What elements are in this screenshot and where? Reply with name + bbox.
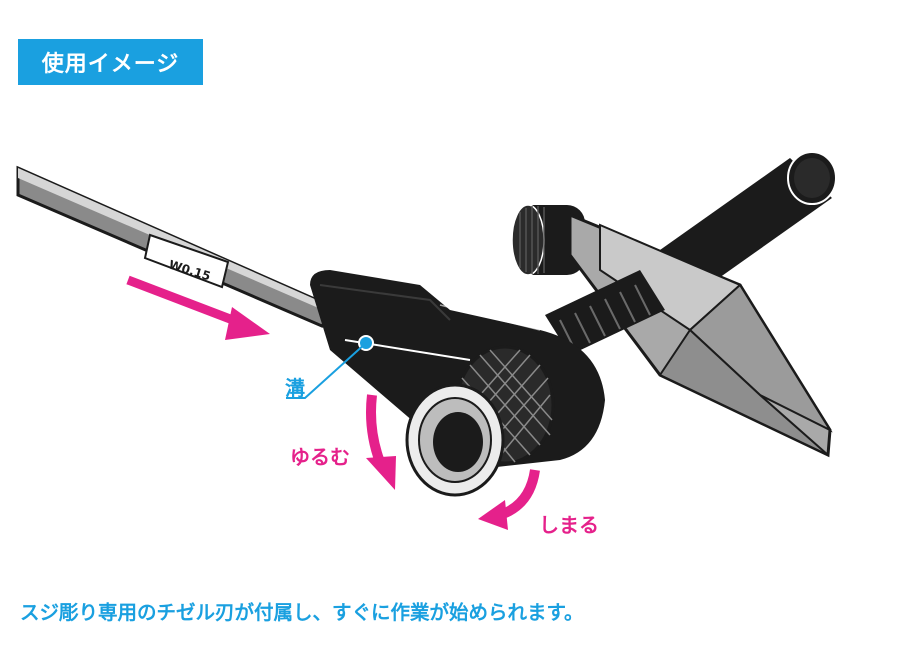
threaded-screw xyxy=(545,270,665,355)
tighten-label: しまる xyxy=(539,513,599,537)
badge-text: 使用イメージ xyxy=(41,52,180,77)
groove-label: 溝 xyxy=(285,376,305,400)
loosen-label: ゆるむ xyxy=(290,445,350,469)
usage-image-badge: 使用イメージ xyxy=(18,39,203,85)
loosen-arrow-icon xyxy=(366,394,396,490)
front-knob xyxy=(405,345,555,497)
insert-arrow-icon xyxy=(126,275,270,340)
chisel-blade: W0.15 xyxy=(16,165,338,328)
groove-callout xyxy=(286,335,374,399)
t-handle xyxy=(660,151,837,290)
tighten-arrow-icon xyxy=(478,469,540,530)
caption-text: スジ彫り専用のチゼル刃が付属し、すぐに作業が始められます。 xyxy=(20,601,584,624)
rear-knob xyxy=(511,204,585,276)
